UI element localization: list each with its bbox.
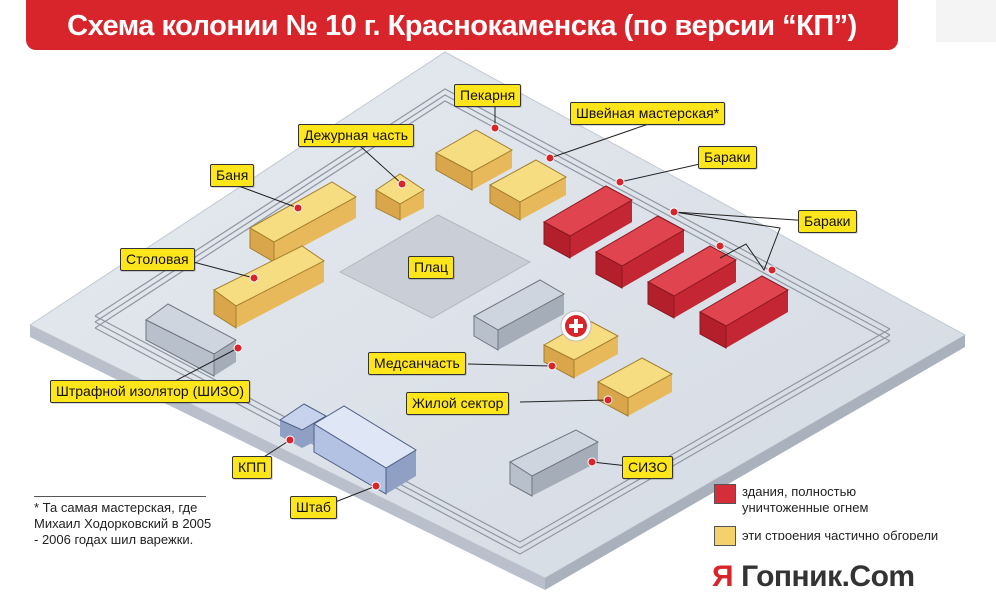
label-medical-unit: Медсанчасть	[368, 352, 466, 375]
label-pretrial-detention: СИЗО	[622, 456, 674, 479]
label-living-sector: Жилой сектор	[406, 392, 510, 415]
building-grey-center	[472, 279, 566, 351]
label-parade-ground: Плац	[408, 256, 455, 279]
corner-decoration	[936, 0, 996, 42]
label-barracks-1: Бараки	[698, 146, 757, 169]
barracks-3	[646, 245, 738, 319]
legend-swatch-burned	[714, 484, 736, 504]
label-barracks-2: Бараки	[798, 210, 857, 233]
label-bathhouse: Баня	[210, 164, 255, 187]
label-sewing-workshop: Швейная мастерская*	[570, 102, 726, 125]
barracks-2	[594, 215, 686, 289]
label-duty-unit: Дежурная часть	[298, 124, 415, 147]
building-sewing-workshop	[488, 159, 568, 221]
label-headquarters: Штаб	[290, 496, 337, 519]
label-bakery: Пекарня	[454, 84, 522, 107]
label-canteen: Столовая	[120, 248, 195, 271]
footnote: * Та самая мастерская, где Михаил Ходорк…	[34, 500, 212, 547]
logo-mark: Я	[712, 560, 734, 593]
page-title: Схема колонии № 10 г. Краснокаменска (по…	[67, 10, 857, 42]
building-canteen	[213, 245, 325, 329]
barracks-1	[542, 185, 634, 259]
legend-text-burned: здания, полностью уничтоженные огнем	[742, 484, 869, 515]
legend-text-partial: эти строения частично обгорели	[742, 528, 939, 540]
title-banner: Схема колонии № 10 г. Краснокаменска (по…	[26, 0, 898, 50]
medical-cross-icon	[560, 310, 592, 342]
footnote-divider	[34, 496, 206, 497]
building-duty-unit	[375, 173, 425, 221]
building-bathhouse	[248, 181, 357, 263]
leader-dots	[233, 123, 777, 491]
label-checkpoint: КПП	[232, 456, 273, 479]
building-punishment-cell	[145, 303, 237, 377]
building-bakery	[434, 129, 514, 191]
label-punishment-cell: Штрафной изолятор (ШИЗО)	[50, 380, 250, 403]
legend-swatch-partial	[714, 526, 736, 546]
building-pretrial-detention	[508, 429, 600, 497]
barracks-4	[698, 275, 790, 349]
building-headquarters	[313, 405, 417, 495]
building-living-sector	[596, 357, 674, 417]
logo-text: Гопник.Com	[741, 560, 915, 593]
